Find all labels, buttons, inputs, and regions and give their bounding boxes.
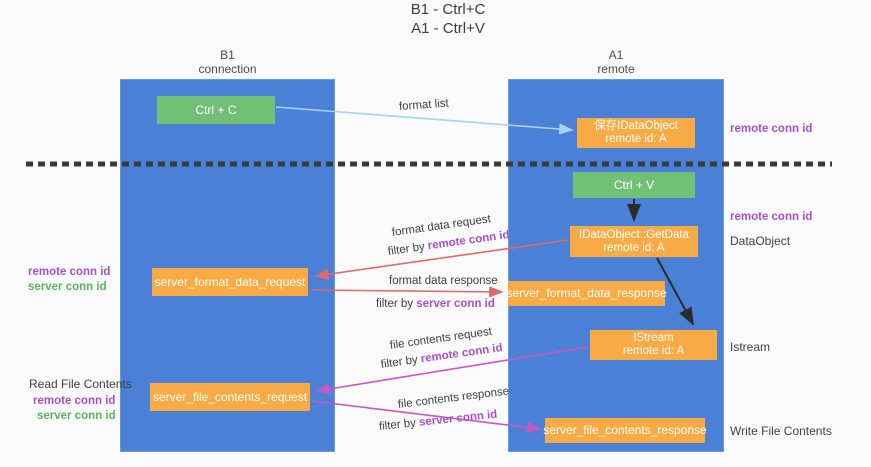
label-remote-conn-id-top: remote conn id: [730, 123, 813, 135]
label-dataobject: DataObject: [730, 234, 791, 248]
filter-by-text: filter by: [378, 416, 420, 433]
label-remote-conn-id-left-2: remote conn id: [33, 395, 116, 407]
node-ctrl-v: Ctrl + V: [573, 172, 695, 198]
lane-header-b1: B1 connection: [120, 48, 335, 76]
lane-a1-name: A1: [608, 48, 624, 62]
node-idataobject-getdata: IDataObject::GetData remote id: A: [570, 226, 698, 257]
server-conn-id-key: server conn id: [416, 298, 495, 310]
label-read-file-contents: Read File Contents: [29, 377, 132, 391]
label-remote-conn-id-left-1: remote conn id: [28, 266, 111, 278]
remote-conn-id-key: remote conn id: [427, 228, 511, 253]
node-istream: IStream remote id: A: [590, 330, 717, 360]
format-request-label: server_format_data_request: [154, 274, 306, 289]
node-save-dataobject: 保存IDataObject remote id: A: [577, 118, 695, 148]
lane-b1-role: connection: [198, 62, 257, 76]
diagram-title: B1 - Ctrl+C A1 - Ctrl+V: [0, 0, 871, 38]
filter-by-text: filter by: [387, 240, 429, 258]
label-write-file-contents: Write File Contents: [730, 424, 832, 438]
node-server-format-data-request: server_format_data_request: [152, 268, 308, 296]
server-conn-id-key: server conn id: [418, 408, 498, 429]
file-response-label: server_file_contents_response: [543, 423, 707, 437]
lane-b1-name: B1: [220, 48, 235, 62]
ctrl-c-label: Ctrl + C: [195, 102, 237, 117]
node-ctrl-c: Ctrl + C: [157, 96, 275, 124]
flow-label-format-list: format list: [398, 97, 450, 113]
lane-a1-role: remote: [597, 62, 635, 76]
save-dataobject-line1: 保存IDataObject: [594, 120, 678, 132]
flow-label-file-contents-response: file contents response: [397, 385, 510, 411]
ctrl-v-label: Ctrl + V: [613, 177, 655, 192]
label-server-conn-id-left-2: server conn id: [37, 410, 116, 422]
node-server-file-contents-response: server_file_contents_response: [543, 418, 707, 443]
save-dataobject-line2: remote id: A: [605, 133, 667, 145]
istream-line1: IStream: [633, 332, 674, 344]
node-server-format-data-response: server_format_data_response: [506, 281, 667, 306]
title-line-2: A1 - Ctrl+V: [411, 20, 485, 37]
title-line-1: B1 - Ctrl+C: [410, 1, 486, 18]
label-server-conn-id-left-1: server conn id: [28, 281, 107, 293]
istream-line2: remote id: A: [622, 345, 685, 357]
node-server-file-contents-request: server_file_contents_request: [150, 383, 310, 411]
getdata-line2: remote id: A: [603, 241, 665, 254]
filter-by-text: filter by: [376, 298, 417, 310]
arrow-format-data-response: [310, 286, 504, 298]
lane-header-a1: A1 remote: [508, 48, 724, 76]
flow-label-format-data-response: format data response: [389, 275, 498, 287]
getdata-line1: IDataObject::GetData: [579, 228, 689, 241]
file-request-label: server_file_contents_request: [152, 389, 308, 404]
filter-by-text: filter by: [380, 353, 422, 371]
flow-label-file-response-filter: filter by server conn id: [378, 409, 497, 433]
flow-label-format-response-filter: filter by server conn id: [376, 298, 495, 310]
label-istream: Istream: [730, 340, 771, 354]
label-remote-conn-id-mid: remote conn id: [730, 211, 813, 223]
format-response-label: server_format_data_response: [506, 286, 667, 300]
